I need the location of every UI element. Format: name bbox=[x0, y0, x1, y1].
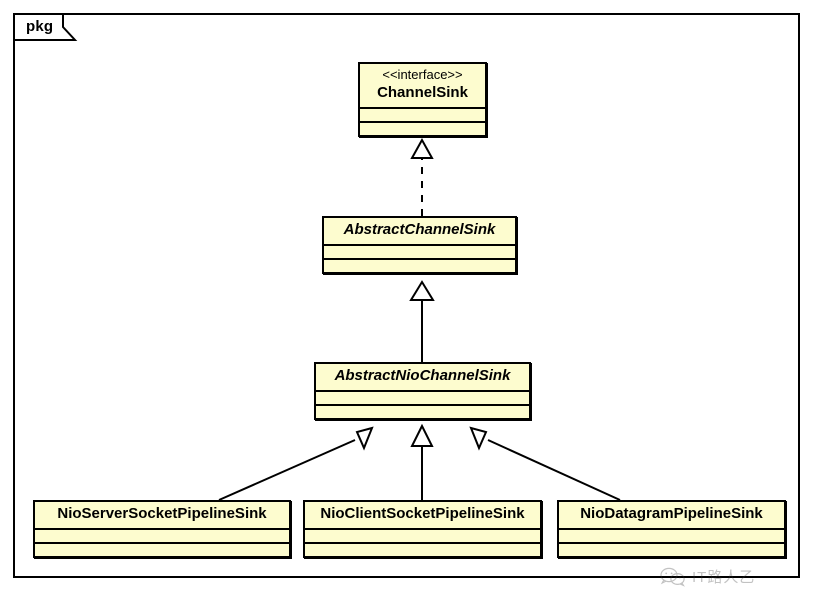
class-box-nioclientsocketpipelinesink[interactable]: NioClientSocketPipelineSink bbox=[303, 500, 542, 558]
package-frame bbox=[13, 13, 800, 578]
realization-abstractchannelsink-to-channelsink bbox=[410, 137, 434, 216]
class-name: NioClientSocketPipelineSink bbox=[320, 505, 525, 522]
class-name-cell: NioServerSocketPipelineSink bbox=[35, 502, 289, 528]
class-box-channelsink[interactable]: <<interface>> ChannelSink bbox=[358, 62, 487, 137]
class-name-cell: <<interface>> ChannelSink bbox=[360, 64, 485, 107]
attributes-compartment bbox=[316, 391, 529, 404]
compartment-divider bbox=[35, 541, 289, 544]
attributes-compartment bbox=[360, 108, 485, 121]
class-name: ChannelSink bbox=[377, 83, 468, 101]
operations-compartment bbox=[316, 405, 529, 418]
class-name-cell: AbstractNioChannelSink bbox=[316, 364, 529, 390]
package-tab bbox=[13, 13, 78, 41]
class-name-cell: AbstractChannelSink bbox=[324, 218, 515, 244]
attributes-compartment bbox=[559, 529, 784, 542]
operations-compartment bbox=[305, 543, 540, 556]
operations-compartment bbox=[324, 259, 515, 272]
operations-compartment bbox=[360, 122, 485, 135]
class-stereotype: <<interface>> bbox=[382, 67, 463, 82]
class-name: AbstractChannelSink bbox=[343, 221, 496, 238]
compartment-divider bbox=[305, 541, 540, 544]
class-name: NioDatagramPipelineSink bbox=[580, 505, 763, 522]
class-box-abstractniochannelsink[interactable]: AbstractNioChannelSink bbox=[314, 362, 531, 420]
generalization-abstractniochannelsink-to-abstractchannelsink bbox=[409, 280, 435, 362]
package-name-label: pkg bbox=[26, 18, 54, 35]
attributes-compartment bbox=[35, 529, 289, 542]
compartment-divider bbox=[559, 527, 784, 530]
compartment-divider bbox=[35, 527, 289, 530]
compartment-divider bbox=[305, 527, 540, 530]
attributes-compartment bbox=[324, 245, 515, 258]
generalization-nioclientsocketpipelinesink-to-abstractniochannelsink bbox=[410, 423, 434, 500]
compartment-divider bbox=[316, 403, 529, 406]
compartment-divider bbox=[316, 389, 529, 392]
operations-compartment bbox=[559, 543, 784, 556]
class-box-abstractchannelsink[interactable]: AbstractChannelSink bbox=[322, 216, 517, 274]
compartment-divider bbox=[360, 120, 485, 123]
compartment-divider bbox=[559, 541, 784, 544]
generalization-nioserversocketpipelinesink-to-abstractniochannelsink bbox=[218, 426, 374, 501]
class-name: AbstractNioChannelSink bbox=[334, 367, 511, 384]
attributes-compartment bbox=[305, 529, 540, 542]
class-name: NioServerSocketPipelineSink bbox=[57, 505, 267, 522]
compartment-divider bbox=[360, 106, 485, 109]
generalization-niodatagrampipelinesink-to-abstractniochannelsink bbox=[469, 426, 621, 501]
class-box-niodatagrampipelinesink[interactable]: NioDatagramPipelineSink bbox=[557, 500, 786, 558]
operations-compartment bbox=[35, 543, 289, 556]
compartment-divider bbox=[324, 243, 515, 246]
class-name-cell: NioClientSocketPipelineSink bbox=[305, 502, 540, 528]
compartment-divider bbox=[324, 257, 515, 260]
class-name-cell: NioDatagramPipelineSink bbox=[559, 502, 784, 528]
class-box-nioserversocketpipelinesink[interactable]: NioServerSocketPipelineSink bbox=[33, 500, 291, 558]
